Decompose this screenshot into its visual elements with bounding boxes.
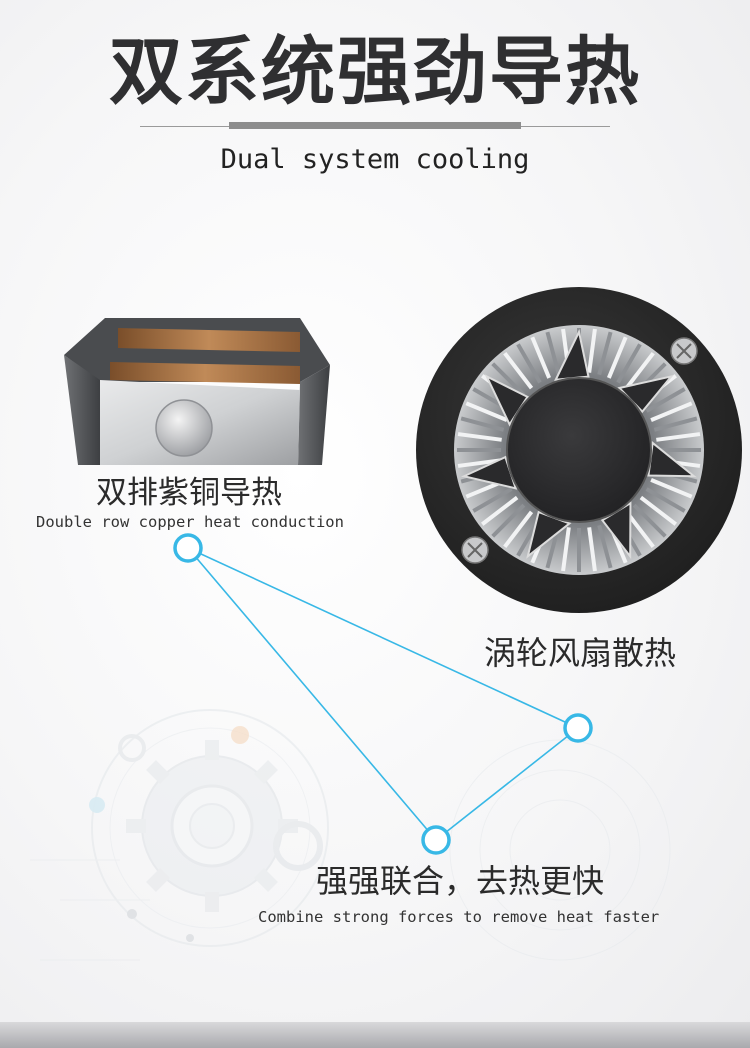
page-subtitle: Dual system cooling (220, 144, 530, 175)
connector-line (187, 547, 579, 729)
copper-label-en: Double row copper heat conduction (36, 513, 344, 531)
screw-icon (670, 337, 698, 365)
screw-icon (461, 536, 489, 564)
node-copper (173, 533, 203, 563)
combined-label-en: Combine strong forces to remove heat fas… (258, 908, 660, 926)
connector-line (435, 727, 579, 841)
bottom-shadow (0, 1022, 750, 1048)
connector-line (187, 547, 437, 841)
fan-label: 涡轮风扇散热 (484, 634, 677, 672)
combined-label: 强强联合，去热更快 (316, 862, 605, 900)
copper-label: 双排紫铜导热 (96, 475, 282, 511)
title-divider-accent (229, 122, 521, 129)
node-fan (563, 713, 593, 743)
node-combined (421, 825, 451, 855)
page-title: 双系统强劲导热 (109, 29, 641, 115)
